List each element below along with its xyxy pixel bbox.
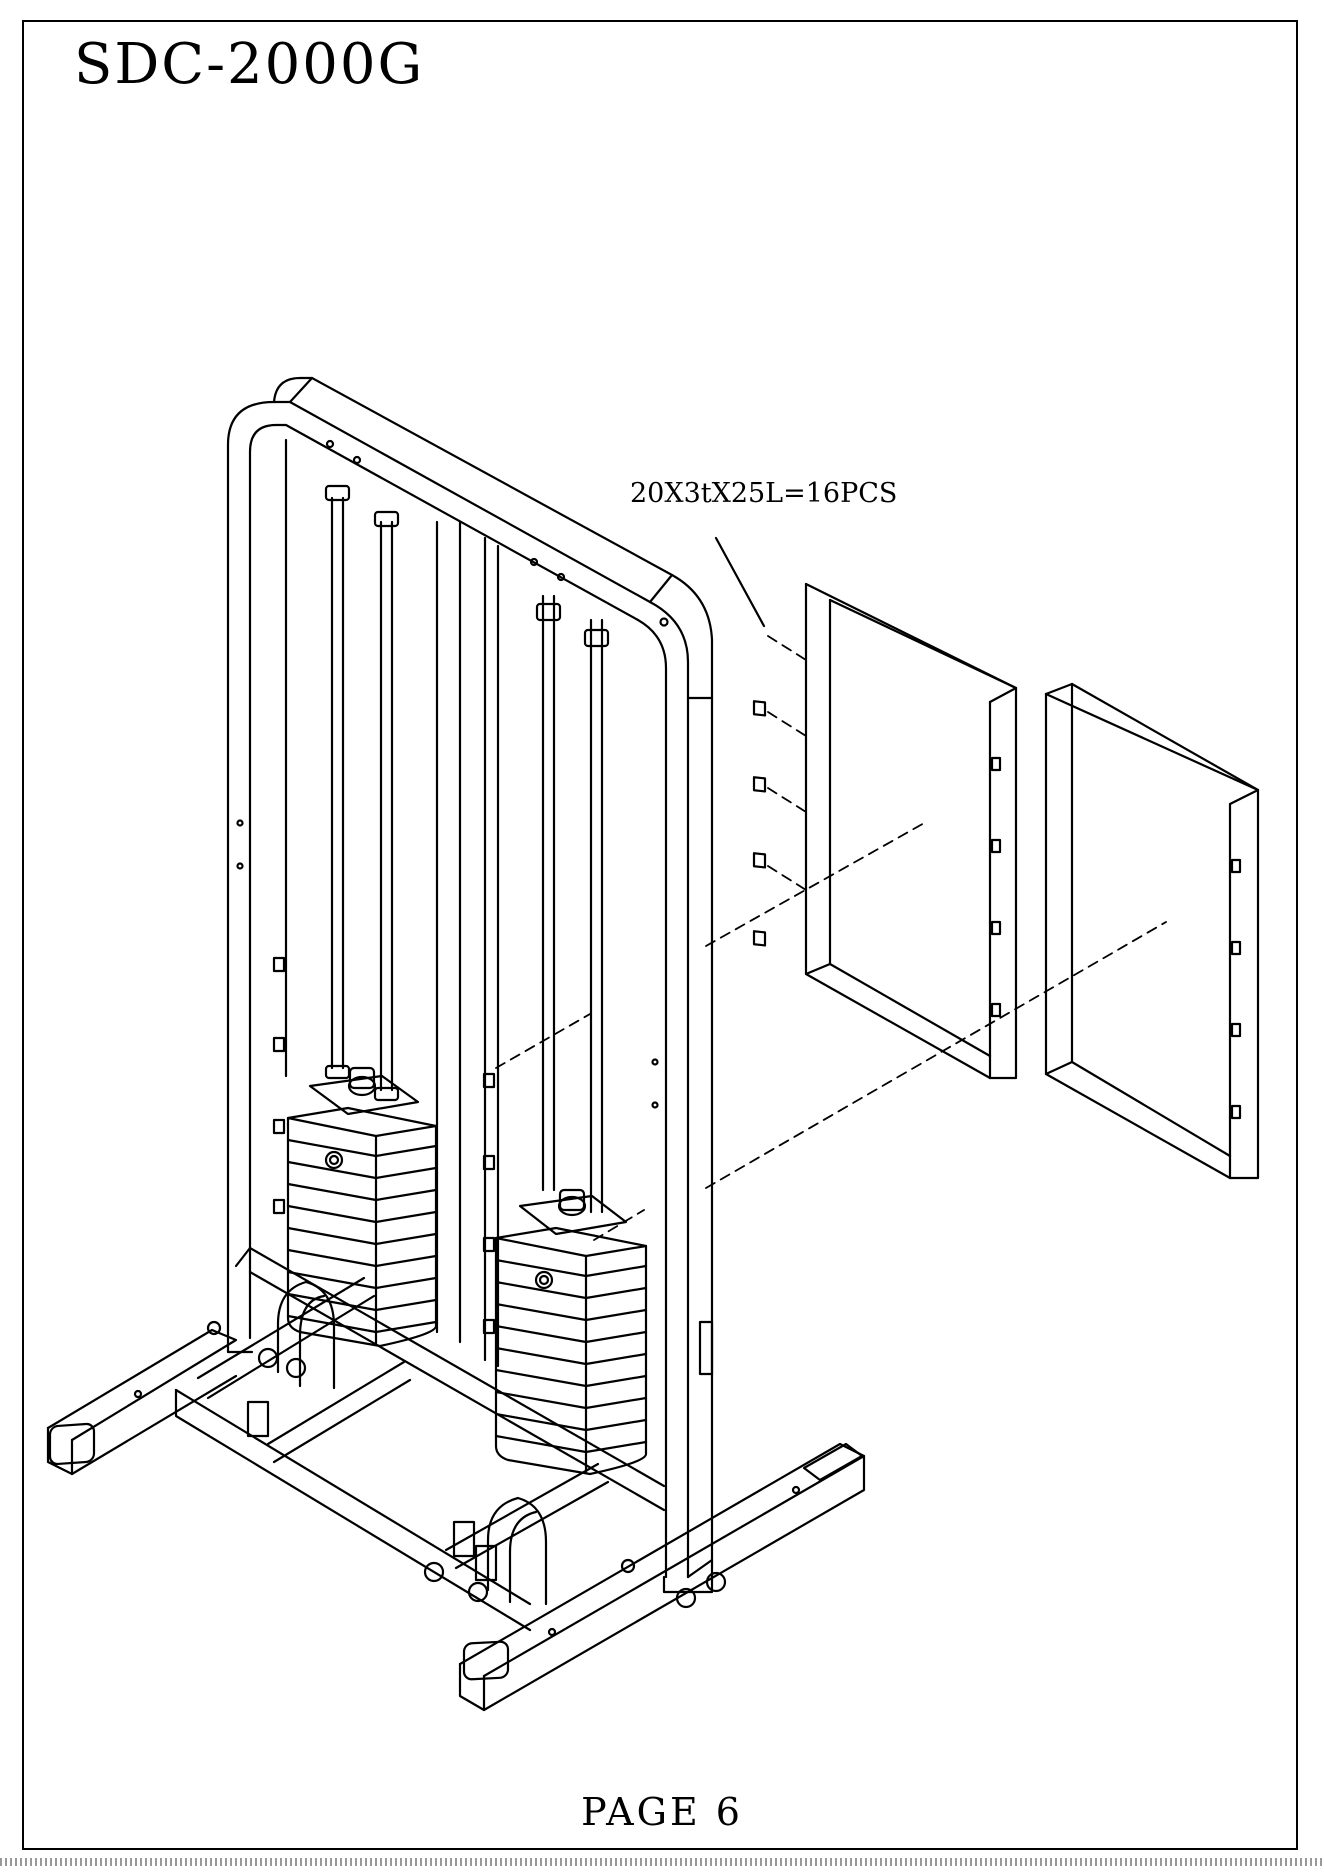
- base-frame: [48, 1248, 864, 1710]
- square-nuts: [754, 701, 765, 945]
- callout-leader-line: [716, 538, 764, 626]
- upright-frame: [228, 378, 712, 1577]
- guide-rods-right-stack: [537, 596, 608, 1212]
- guide-rods-left-stack: [326, 486, 398, 1100]
- page-number: PAGE 6: [0, 1790, 1324, 1834]
- shroud-panel-front: [806, 584, 1016, 1078]
- scan-edge-strip: [0, 1858, 1324, 1866]
